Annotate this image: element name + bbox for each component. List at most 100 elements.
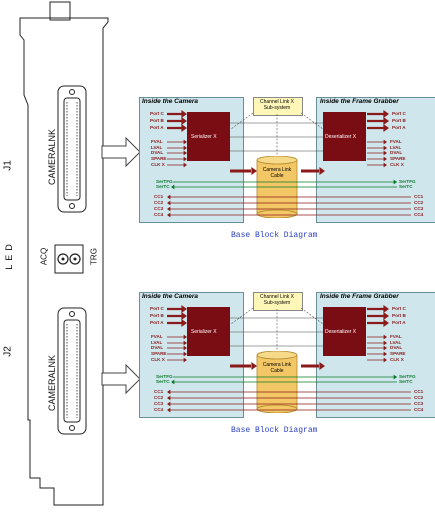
sync-arrow (183, 340, 187, 346)
port-arrow (181, 117, 187, 125)
base-block-diagram-bottom: Inside the Camera Inside the Frame Grabb… (139, 288, 435, 438)
left-sync-label: SPARE (151, 156, 167, 161)
acq-led-icon (57, 253, 69, 265)
sync-arrow (183, 334, 187, 340)
port-arrow-right (383, 124, 389, 132)
grabber-panel-title: Inside the Frame Grabber (320, 98, 399, 105)
cc-arrow (167, 200, 171, 206)
sync-arrow-right (383, 334, 387, 340)
right-port-label: Port B (392, 313, 406, 318)
serializer-label: Serializer X (191, 329, 217, 335)
left-serial-label: SerTC (156, 379, 170, 384)
cc-arrow (167, 206, 171, 212)
cc-arrow (167, 395, 171, 401)
right-sync-label: DVAL (390, 150, 403, 155)
cc-arrow (167, 194, 171, 200)
left-sync-label: DVAL (151, 345, 164, 350)
sync-arrow-right (383, 357, 387, 363)
subsystem-line1: Channel Link X (260, 99, 294, 105)
port-arrow (181, 312, 187, 320)
cable-line2: Cable (270, 368, 284, 374)
cc-arrow (167, 389, 171, 395)
deserializer-label: Deserializer X (325, 134, 357, 140)
j2-connector-label: CAMERALNK (47, 355, 57, 412)
port-arrow (181, 305, 187, 313)
left-cc-label: CC3 (154, 401, 164, 406)
arrow-j2-to-diagram (101, 363, 141, 395)
serializer-label: Serializer X (191, 134, 217, 140)
left-port-label: Port A (150, 125, 164, 130)
right-sync-label: LVAL (390, 145, 402, 150)
right-cc-label: CC3 (414, 206, 424, 211)
right-serial-label: SerTFG (399, 374, 416, 379)
left-sync-label: FVAL (151, 334, 163, 339)
card-bracket-outline (19, 1, 109, 506)
j1-label: J1 (2, 160, 14, 171)
left-sync-label: DVAL (151, 150, 164, 155)
right-serial-label: SerTFG (399, 179, 416, 184)
j1-connector-label: CAMERALNK (47, 129, 57, 186)
sync-arrow-right (383, 162, 387, 168)
left-serial-label: SerTFG (156, 374, 173, 379)
right-port-label: Port C (392, 111, 406, 116)
left-port-label: Port C (150, 306, 164, 311)
left-cc-label: CC1 (154, 389, 164, 394)
base-block-diagram-top: Inside the Camera Inside the Frame Grabb… (139, 93, 435, 243)
left-serial-label: SerTFG (156, 179, 173, 184)
sync-arrow-right (383, 150, 387, 156)
port-arrow-right (383, 110, 389, 118)
port-arrow-right (383, 312, 389, 320)
right-cc-label: CC1 (414, 194, 424, 199)
diagram-caption: Base Block Diagram (231, 231, 318, 240)
grabber-panel-title: Inside the Frame Grabber (320, 293, 399, 300)
cable-line1: Camera Link (262, 362, 292, 368)
subsystem-pointer-lines (230, 112, 324, 155)
diagram-caption: Base Block Diagram (231, 426, 318, 435)
deserializer-block (323, 307, 366, 356)
right-cc-label: CC2 (414, 200, 424, 205)
cc-arrow (167, 401, 171, 407)
sync-arrow-right (383, 345, 387, 351)
left-port-label: Port A (150, 320, 164, 325)
sync-arrow (183, 150, 187, 156)
left-cc-label: CC4 (154, 407, 164, 412)
trg-label: TRG (89, 248, 99, 265)
right-cc-label: CC1 (414, 389, 424, 394)
right-port-label: Port C (392, 306, 406, 311)
right-cc-label: CC4 (414, 212, 424, 217)
subsystem-line2: Sub-system (263, 300, 291, 306)
left-sync-label: LVAL (151, 340, 163, 345)
sync-arrow (183, 139, 187, 145)
subsystem-box (253, 292, 303, 311)
left-port-label: Port C (150, 111, 164, 116)
port-arrow (181, 110, 187, 118)
right-cc-label: CC4 (414, 407, 424, 412)
right-cc-label: CC3 (414, 401, 424, 406)
right-sync-label: SPARE (390, 351, 406, 356)
signal-lines (167, 110, 411, 218)
left-sync-label: FVAL (151, 139, 163, 144)
sync-arrow (183, 345, 187, 351)
j2-label: J2 (2, 346, 14, 357)
left-port-label: Port B (150, 118, 164, 123)
subsystem-line1: Channel Link X (260, 294, 294, 300)
link-bus-arrow-left (251, 167, 257, 175)
serializer-block (187, 112, 230, 161)
serializer-block (187, 307, 230, 356)
left-cc-label: CC1 (154, 194, 164, 199)
port-arrow-right (383, 305, 389, 313)
sync-arrow (183, 156, 187, 162)
sync-arrow (183, 351, 187, 357)
port-arrow-right (383, 117, 389, 125)
sync-arrow-right (383, 156, 387, 162)
cc-arrow (167, 212, 171, 218)
subsystem-box (253, 97, 303, 116)
left-sync-label: SPARE (151, 351, 167, 356)
sync-arrow-right (383, 340, 387, 346)
subsystem-line2: Sub-system (263, 105, 291, 111)
left-sync-label: CLK X (151, 357, 165, 362)
cable-line1: Camera Link (262, 167, 292, 173)
port-arrow (181, 124, 187, 132)
right-sync-label: CLK X (390, 162, 404, 167)
left-cc-label: CC4 (154, 212, 164, 217)
